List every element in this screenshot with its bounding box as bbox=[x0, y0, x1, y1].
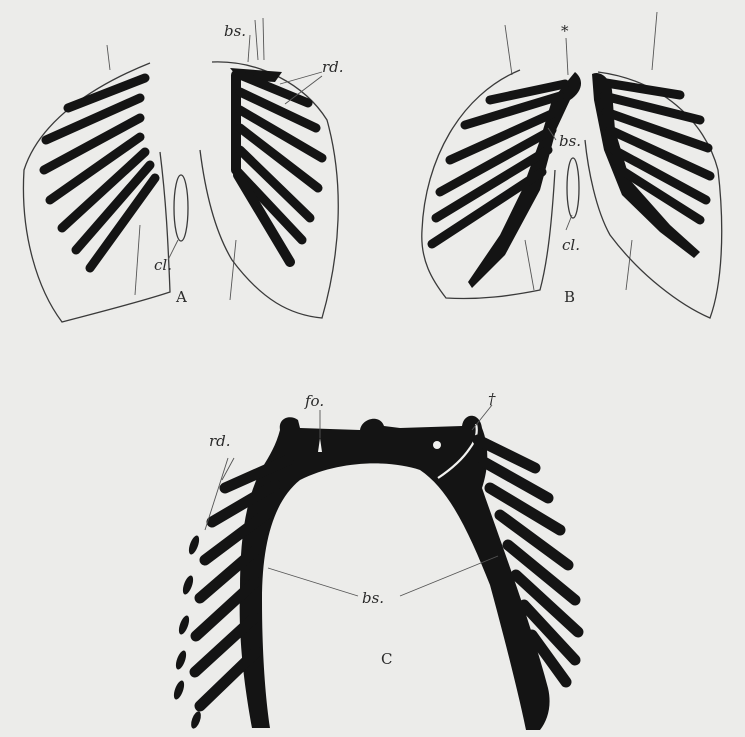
panel-b: * bs. cl. B bbox=[422, 12, 722, 318]
panel-b-label-star: * bbox=[561, 22, 569, 40]
panel-b-plate-label: B bbox=[564, 288, 575, 306]
panel-c-label-rd: rd. bbox=[209, 432, 231, 450]
panel-a-label-rd: rd. bbox=[322, 58, 344, 76]
panel-a-label-cl: cl. bbox=[154, 256, 172, 274]
panel-a-cl-oval bbox=[174, 175, 188, 241]
panel-b-label-bs: bs. bbox=[559, 132, 581, 150]
panel-c-label-dagger: † bbox=[488, 390, 496, 408]
panel-c-label-fo: fo. bbox=[304, 392, 324, 410]
panel-a-label-bs: bs. bbox=[224, 22, 246, 40]
panel-a: bs. rd. cl. A bbox=[23, 18, 343, 322]
panel-b-label-cl: cl. bbox=[562, 236, 580, 254]
panel-a-plate-label: A bbox=[175, 288, 187, 306]
panel-c-label-bs: bs. bbox=[362, 589, 384, 607]
panel-c-foramen-right bbox=[433, 441, 441, 449]
panel-b-right-ribs bbox=[600, 82, 710, 220]
panel-c: fo. † rd. bs. C bbox=[172, 390, 578, 730]
panel-b-cl-oval bbox=[567, 158, 579, 218]
panel-a-left-ribs bbox=[44, 78, 155, 268]
panel-c-plate-label: C bbox=[381, 650, 392, 668]
